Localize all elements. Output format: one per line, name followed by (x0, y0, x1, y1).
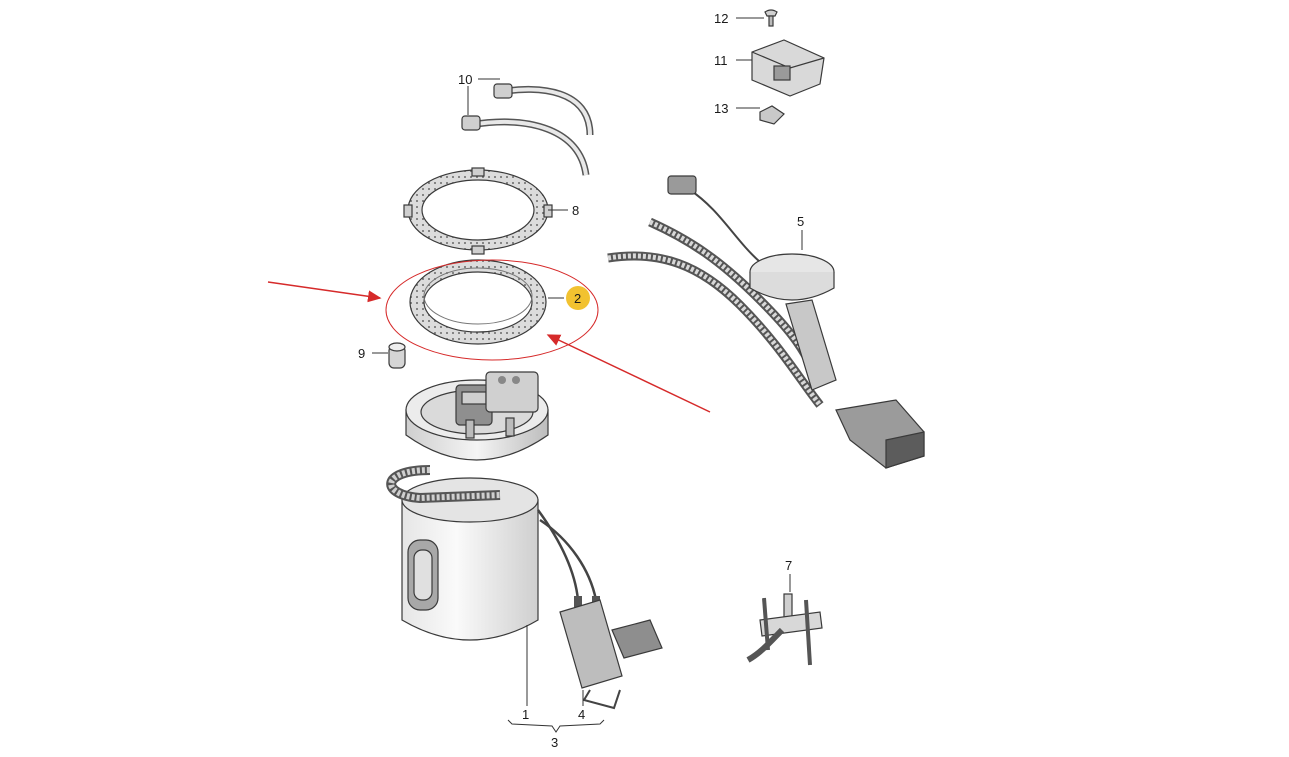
callout-9: 9 (358, 346, 388, 361)
relay-part-11 (751, 39, 825, 97)
callout-label-4: 4 (578, 707, 585, 722)
valve-part-9 (388, 342, 406, 369)
callout-label-7: 7 (785, 558, 792, 573)
seal-ring-part-2 (409, 259, 547, 345)
callout-2-highlight (566, 286, 590, 310)
callout-label-3: 3 (551, 735, 558, 750)
screw-part-12 (764, 9, 778, 27)
callout-label-2: 2 (574, 291, 581, 306)
callout-label-8: 8 (572, 203, 579, 218)
highlight-ellipse (385, 259, 599, 361)
callout-label-1: 1 (522, 707, 529, 722)
callout-label-5: 5 (797, 214, 804, 229)
red-arrow-right (546, 334, 711, 413)
red-arrow-left (267, 281, 382, 303)
clip-part-13 (759, 105, 785, 125)
callout-label-13: 13 (714, 101, 728, 116)
callout-label-12: 12 (714, 11, 728, 26)
callout-12: 12 (714, 11, 764, 26)
fuel-hoses-part-10 (461, 83, 594, 176)
callout-label-10: 10 (458, 72, 472, 87)
callout-11: 11 (714, 53, 752, 68)
callout-10: 10 (458, 72, 500, 115)
callout-8: 8 (548, 203, 579, 218)
fuel-pump-module-part-1 (386, 371, 600, 641)
callout-3-bracket: 3 (507, 719, 605, 750)
level-sensor-part-4 (559, 599, 663, 710)
callout-label-9: 9 (358, 346, 365, 361)
locking-ring-part-8 (403, 167, 553, 255)
callout-2: 2 (548, 286, 590, 310)
callout-7: 7 (785, 558, 792, 592)
callout-1: 1 (522, 625, 529, 722)
callout-5: 5 (797, 214, 804, 250)
callout-label-11: 11 (714, 53, 728, 68)
strainer-part-7 (746, 593, 823, 666)
callout-13: 13 (714, 101, 760, 116)
sender-unit-part-5 (607, 175, 925, 469)
callout-4: 4 (578, 690, 585, 722)
